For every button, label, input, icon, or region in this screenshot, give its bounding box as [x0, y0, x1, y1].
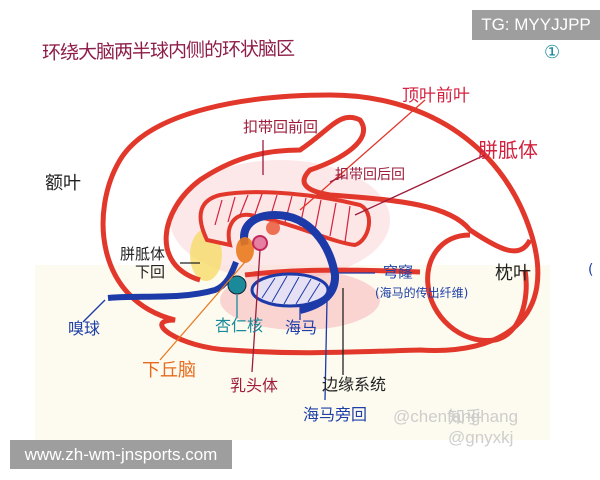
url-watermark-badge: www.zh-wm-jnsports.com: [10, 440, 232, 469]
label-hippocampus: 海马: [285, 318, 318, 337]
mammillary-body-blob: [252, 235, 268, 251]
amygdala-blob: [227, 275, 247, 295]
label-frontal-lobe: 额叶: [45, 173, 81, 194]
fornix: [240, 210, 339, 314]
diagram-title: 环绕大脑两半球内侧的环状脑区: [41, 37, 295, 65]
label-limbic-system: 边缘系统: [322, 375, 387, 394]
corner-mark-right: (: [588, 262, 594, 278]
label-occipital-lobe: 枕叶: [495, 263, 531, 284]
cortex-outline: [100, 92, 541, 356]
label-fornix: 穹窿: [383, 263, 414, 281]
label-subcallosal-2: 下回: [135, 263, 166, 281]
label-subcallosal-1: 胼胝体: [120, 245, 166, 263]
label-parietal-lobe: 顶叶前叶: [402, 86, 470, 106]
tg-watermark-badge: TG: MYYJJPP: [472, 10, 600, 40]
label-parahippocampal-gyrus: 海马旁回: [303, 405, 368, 424]
watermark-zhihu-text: 知乎 @gnyxkj: [448, 408, 514, 447]
label-hypothalamus: 下丘脑: [142, 360, 196, 381]
label-amygdala: 杏仁核: [215, 316, 264, 335]
watermark-baidu: @chenfanghang: [393, 407, 519, 426]
occipital-outline: [425, 232, 529, 344]
olfactory-tract: [107, 260, 239, 301]
label-posterior-cingulate: 扣带回后回: [335, 167, 405, 183]
hypothalamus-blob: [236, 237, 254, 263]
corner-mark-top: ①: [544, 42, 561, 63]
label-mammillary-body: 乳头体: [230, 376, 279, 395]
leader-lines: [82, 99, 486, 401]
hippocampus-shape: [250, 272, 330, 308]
label-anterior-cingulate: 扣带回前回: [243, 118, 319, 136]
cingulate-gyrus-outline: [163, 114, 533, 283]
hippocampus-hatching: [261, 275, 321, 305]
label-fornix-note: (海马的传出纤维): [375, 286, 469, 300]
label-corpus-callosum: 胼胝体: [478, 138, 538, 162]
label-olfactory-bulb: 嗅球: [68, 319, 101, 338]
red-dot: [266, 221, 280, 235]
